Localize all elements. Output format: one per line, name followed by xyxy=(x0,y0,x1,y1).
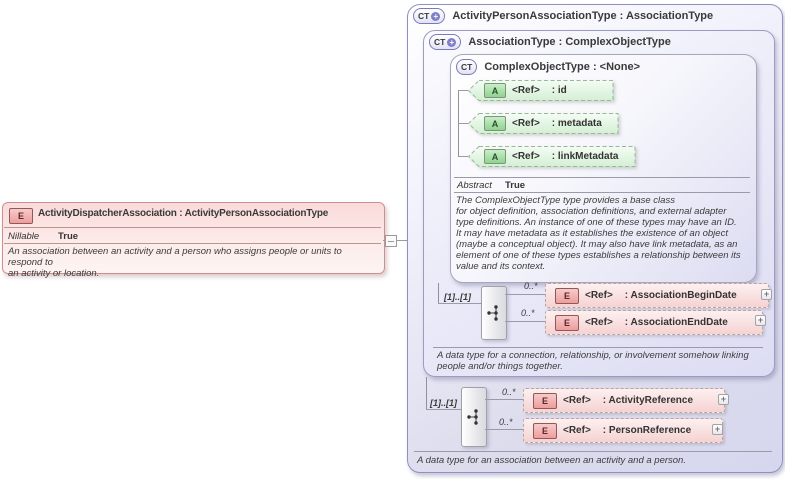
element-ref-association-begin-date[interactable]: E <Ref> : AssociationBeginDate xyxy=(545,283,769,308)
element-icon: E xyxy=(555,287,579,304)
tree-line xyxy=(505,321,545,322)
sequence-cardinality: [1]..[1] xyxy=(430,398,457,408)
tree-line xyxy=(458,123,468,124)
tree-line xyxy=(485,399,523,400)
divider xyxy=(433,347,763,348)
type-description: A data type for an association between a… xyxy=(417,455,686,466)
attribute-ref-link-metadata[interactable]: A <Ref> : linkMetadata xyxy=(468,146,652,167)
attribute-name: : linkMetadata xyxy=(551,151,619,162)
attribute-ref-label: <Ref> xyxy=(512,85,540,96)
element-ref-association-end-date[interactable]: E <Ref> : AssociationEndDate xyxy=(545,310,763,335)
occurrence-label: 0..* xyxy=(521,308,535,318)
sequence-compositor-icon[interactable] xyxy=(461,387,487,447)
expand-button[interactable]: + xyxy=(761,289,772,300)
divider xyxy=(4,243,381,244)
divider xyxy=(454,177,750,178)
element-description: An association between an activity and a… xyxy=(8,246,342,279)
attribute-icon: A xyxy=(484,149,506,164)
element-name: : PersonReference xyxy=(602,425,692,436)
nillable-value: True xyxy=(58,231,79,242)
complex-type-derived-icon: CT+ xyxy=(413,8,446,24)
type-description: The ComplexObjectType type provides a ba… xyxy=(456,195,741,272)
sequence-cardinality: [1]..[1] xyxy=(444,292,471,302)
tree-line xyxy=(505,294,545,295)
tree-line xyxy=(438,303,481,304)
element-ref-activity-reference[interactable]: E <Ref> : ActivityReference xyxy=(523,388,725,413)
tree-line xyxy=(438,283,439,304)
type-description: A data type for a connection, relationsh… xyxy=(437,350,749,372)
attribute-ref-metadata[interactable]: A <Ref> : metadata xyxy=(468,113,635,134)
occurrence-label: 0..* xyxy=(499,417,513,427)
expand-button[interactable]: + xyxy=(755,315,766,326)
element-icon: E xyxy=(555,314,579,331)
divider xyxy=(454,192,750,193)
attribute-name: : metadata xyxy=(551,118,602,129)
type-title: ComplexObjectType : <None> xyxy=(484,61,641,73)
tree-line xyxy=(426,377,427,410)
collapse-toggle[interactable] xyxy=(385,235,397,247)
element-icon: E xyxy=(9,208,33,224)
element-name: : AssociationEndDate xyxy=(624,317,728,328)
occurrence-label: 0..* xyxy=(502,387,516,397)
type-title: AssociationType : ComplexObjectType xyxy=(468,36,671,48)
derivation-badge-icon: + xyxy=(431,11,441,21)
element-title: ActivityDispatcherAssociation : Activity… xyxy=(38,208,329,219)
tree-line xyxy=(458,90,468,91)
complex-type-derived-icon: CT+ xyxy=(429,34,462,50)
element-ref-label: <Ref> xyxy=(585,290,613,301)
derivation-badge-icon: + xyxy=(447,37,457,47)
expand-button[interactable]: + xyxy=(712,424,723,435)
attribute-icon: A xyxy=(484,83,506,98)
attribute-name: : id xyxy=(551,85,567,96)
element-ref-label: <Ref> xyxy=(585,317,613,328)
element-name: : AssociationBeginDate xyxy=(624,290,737,301)
attribute-ref-label: <Ref> xyxy=(512,151,540,162)
element-icon: E xyxy=(533,422,557,439)
type-title: ActivityPersonAssociationType : Associat… xyxy=(452,10,714,22)
abstract-label: Abstract xyxy=(457,180,492,191)
tree-line xyxy=(426,409,461,410)
expand-button[interactable]: + xyxy=(718,394,729,405)
complex-type-icon: CT xyxy=(456,59,478,75)
element-name: : ActivityReference xyxy=(602,395,694,406)
abstract-value: True xyxy=(505,180,526,191)
divider xyxy=(4,227,381,228)
element-ref-label: <Ref> xyxy=(563,425,591,436)
tree-line xyxy=(485,429,523,430)
element-ref-person-reference[interactable]: E <Ref> : PersonReference xyxy=(523,418,723,443)
nillable-label: Nillable xyxy=(8,231,40,242)
attribute-ref-label: <Ref> xyxy=(512,118,540,129)
sequence-compositor-icon[interactable] xyxy=(481,286,507,340)
attribute-icon: A xyxy=(484,116,506,131)
element-box-activity-dispatcher-association[interactable] xyxy=(2,202,385,274)
occurrence-label: 0..* xyxy=(524,281,538,291)
divider xyxy=(414,451,772,452)
element-ref-label: <Ref> xyxy=(563,395,591,406)
tree-line xyxy=(458,156,468,157)
attribute-ref-id[interactable]: A <Ref> : id xyxy=(468,80,630,101)
element-icon: E xyxy=(533,392,557,409)
